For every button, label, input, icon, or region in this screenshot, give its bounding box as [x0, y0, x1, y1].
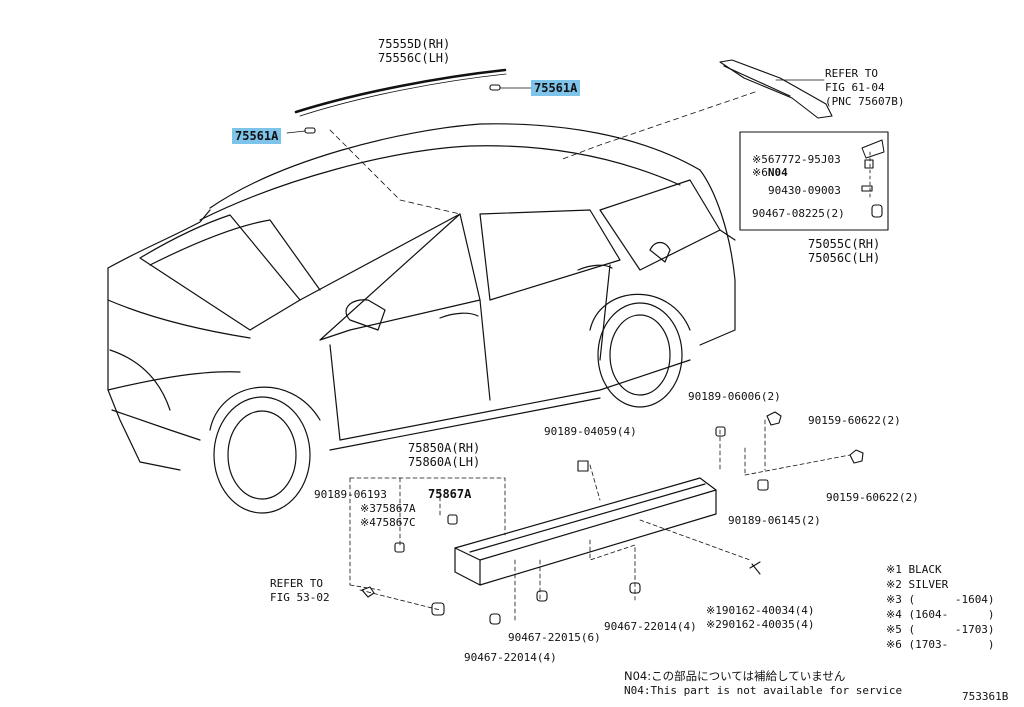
fastener-90467-22014b: [629, 582, 641, 594]
inset-part-90430: 90430-09003: [768, 184, 841, 197]
label-90467-22014b: 90467-22014(4): [604, 620, 697, 633]
rear-spoiler-shape: [719, 59, 833, 119]
legend-2: ※2 SILVER: [886, 578, 949, 591]
rocker-label-lh: 75860A(LH): [408, 455, 481, 469]
moulding-label-rh: 75555D(RH): [378, 37, 451, 51]
fastener-90467-22014a: [489, 613, 501, 625]
spoiler-label-rh: 75055C(RH): [808, 237, 881, 251]
label-75867c-mark4: ※475867C: [360, 516, 416, 529]
clip-label-left: 75561A: [232, 128, 282, 144]
figure-id: 753361B: [962, 690, 1009, 703]
fastener-75867a: [447, 514, 458, 525]
label-90162-40034: ※190162-40034(4): [706, 604, 815, 617]
label-90159-60622b: 90159-60622(2): [826, 491, 919, 504]
clip-right-shape: [489, 84, 501, 91]
fastener-90159-60622b: [849, 449, 864, 464]
legend-1: ※1 BLACK: [886, 563, 942, 576]
label-75867a: 75867A: [428, 487, 472, 501]
note-english: N04:This part is not available for servi…: [624, 684, 903, 697]
spoiler-label-lh: 75056C(LH): [808, 251, 881, 265]
label-75867a-mark3: ※375867A: [360, 502, 416, 515]
rocker-label-rh: 75850A(RH): [408, 441, 481, 455]
inset-part-67772: 67772-95J03: [767, 153, 841, 166]
fastener-90159-60622a: [766, 411, 782, 426]
inset-part-90467: 90467-08225(2): [752, 207, 845, 220]
label-90189-06006: 90189-06006(2): [688, 390, 781, 403]
label-90162-40035: ※290162-40035(4): [706, 618, 815, 631]
fastener-75867c: [394, 542, 405, 553]
inset-row2: ※6N04: [752, 166, 788, 179]
roof-moulding-strip: [294, 68, 507, 114]
refer-top-line3: (PNC 75607B): [825, 95, 905, 108]
fastener-refer-clip: [361, 586, 375, 598]
refer-bottom-line1: REFER TO: [270, 577, 323, 590]
inset-mark-6: ※6: [752, 166, 768, 179]
legend-6: ※6 (1703- ): [886, 638, 995, 651]
inset-row1: ※567772-95J03: [752, 153, 841, 166]
label-90467-22014a: 90467-22014(4): [464, 651, 557, 664]
fastener-90189-06006: [715, 426, 726, 437]
fastener-screw: [749, 561, 761, 575]
refer-top-line1: REFER TO: [825, 67, 878, 80]
legend-4: ※4 (1604- ): [886, 608, 995, 621]
refer-bottom-line2: FIG 53-02: [270, 591, 330, 604]
label-90189-06145: 90189-06145(2): [728, 514, 821, 527]
fastener-90189-06145: [757, 479, 769, 491]
inset-mark-5: ※5: [752, 153, 768, 166]
moulding-label-lh: 75556C(LH): [378, 51, 451, 65]
label-90189-06193: 90189-06193: [314, 488, 387, 501]
clip-label-right: 75561A: [531, 80, 581, 96]
label-90467-22015: 90467-22015(6): [508, 631, 601, 644]
clip-left-shape: [304, 127, 316, 134]
note-japanese: N04:この部品については補給していません: [624, 669, 846, 683]
legend-5: ※5 ( -1703): [886, 623, 995, 636]
label-90159-60622a: 90159-60622(2): [808, 414, 901, 427]
fastener-90189-04059: [577, 460, 589, 472]
legend-3: ※3 ( -1604): [886, 593, 995, 606]
fastener-left-clip: [431, 602, 445, 616]
car-body: [107, 123, 736, 514]
label-90189-04059: 90189-04059(4): [544, 425, 637, 438]
rocker-moulding-shape: [454, 477, 717, 586]
inset-part-n04: N04: [767, 166, 788, 179]
inset-box: [739, 131, 889, 231]
refer-top-line2: FIG 61-04: [825, 81, 885, 94]
fastener-90467-22015: [536, 590, 548, 602]
